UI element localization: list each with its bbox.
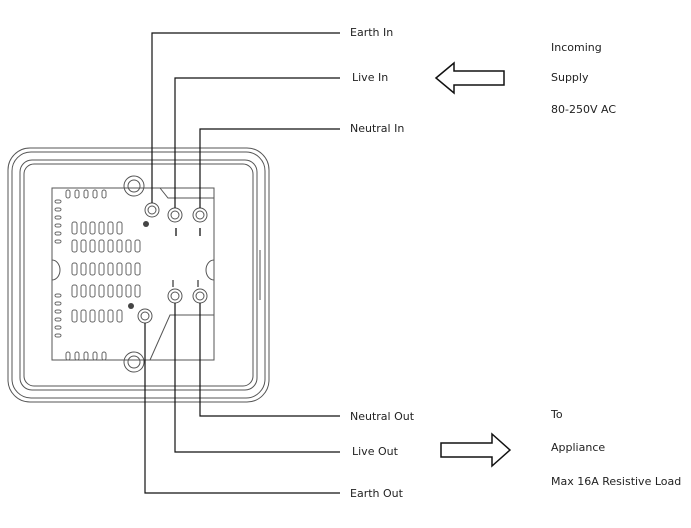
vent-slot (54, 293, 62, 298)
vent-slot (98, 309, 105, 323)
vent-slot (89, 284, 96, 298)
vent-slot (125, 262, 132, 276)
vent-slot (98, 262, 105, 276)
vent-slot (89, 309, 96, 323)
vent-slot (71, 284, 78, 298)
vent-slot (54, 333, 62, 338)
terminal-live-out (167, 280, 183, 304)
label-live-out: Live Out (352, 445, 399, 458)
vent-slot (71, 221, 78, 235)
label-neutral-in: Neutral In (350, 122, 404, 135)
vent-slot (83, 351, 89, 361)
arrow-left-outline-icon (434, 61, 505, 95)
vent-slot (80, 284, 87, 298)
vent-slot (54, 223, 62, 228)
leader-live-in (174, 77, 340, 208)
vent-slot (71, 239, 78, 253)
vent-slot (125, 239, 132, 253)
vent-slot (54, 309, 62, 314)
vent-slot (74, 351, 80, 361)
vent-slot (89, 239, 96, 253)
incoming-line1: Incoming (551, 41, 602, 54)
vent-slot (65, 189, 71, 199)
vent-slot (89, 221, 96, 235)
arrow-right-outline-icon (440, 432, 512, 468)
vent-slot (54, 215, 62, 220)
vent-slot (65, 351, 71, 361)
label-neutral-out: Neutral Out (350, 410, 415, 423)
leader-live-out (174, 303, 340, 453)
vent-slot (74, 189, 80, 199)
vent-slot (116, 309, 123, 323)
vent-slot (80, 239, 87, 253)
vent-slot (54, 231, 62, 236)
vent-slot (107, 221, 114, 235)
leader-neutral-out (199, 303, 340, 417)
vent-slot (80, 262, 87, 276)
vent-slot (54, 317, 62, 322)
outgoing-line2: Appliance (551, 441, 605, 454)
vent-slot (134, 239, 141, 253)
vent-slot (54, 207, 62, 212)
vent-slot (116, 284, 123, 298)
vent-slot (107, 262, 114, 276)
vent-slot (98, 284, 105, 298)
vent-slot (116, 262, 123, 276)
leader-earth-in (151, 32, 340, 203)
leader-earth-out (144, 323, 340, 494)
vent-slot (116, 221, 123, 235)
vent-slot (71, 262, 78, 276)
vent-slot (134, 262, 141, 276)
leader-neutral-in (199, 128, 340, 208)
vent-slot (92, 189, 98, 199)
vent-slot (54, 199, 62, 204)
vent-slot (107, 284, 114, 298)
label-live-in: Live In (352, 71, 388, 84)
vent-slot (80, 221, 87, 235)
vent-slot (54, 325, 62, 330)
vent-slot (101, 189, 107, 199)
vent-slot (107, 309, 114, 323)
vent-slot (83, 189, 89, 199)
outgoing-max-load: Max 16A Resistive Load (551, 475, 681, 488)
terminal-earth-in (143, 202, 160, 227)
vent-slot (98, 221, 105, 235)
vent-slot (134, 284, 141, 298)
vent-slot (116, 239, 123, 253)
vent-slot (101, 351, 107, 361)
vent-slot (80, 309, 87, 323)
label-earth-in: Earth In (350, 26, 393, 39)
terminal-live-in (167, 207, 183, 236)
incoming-line2: Supply (551, 71, 589, 84)
vent-slot (54, 301, 62, 306)
vent-slot (92, 351, 98, 361)
device-backplate (7, 147, 270, 403)
vent-slot (125, 284, 132, 298)
vent-slot (89, 262, 96, 276)
vent-slot (54, 239, 62, 244)
terminal-earth-out (128, 303, 153, 324)
outgoing-line1: To (550, 408, 563, 421)
terminal-neutral-out (192, 280, 208, 304)
label-earth-out: Earth Out (350, 487, 404, 500)
vent-slot (98, 239, 105, 253)
vent-slot (107, 239, 114, 253)
vent-slot (71, 309, 78, 323)
incoming-voltage: 80-250V AC (551, 103, 616, 116)
terminal-neutral-in (192, 207, 208, 236)
